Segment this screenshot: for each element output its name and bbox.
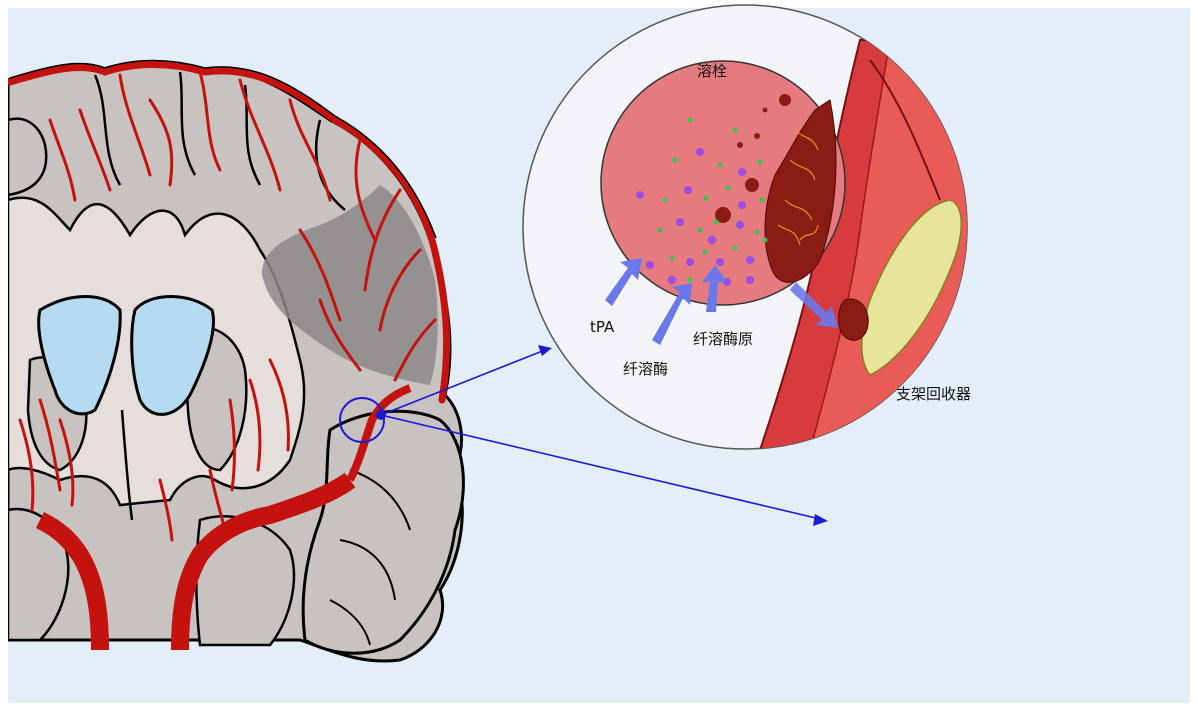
tpa-particle (746, 276, 754, 284)
plasmin-particle (688, 278, 693, 283)
tpa-particle (736, 221, 744, 229)
plasmin-particle (663, 198, 668, 203)
plasmin-particle (758, 160, 763, 165)
label-plasminogen: 纤溶酶原 (693, 328, 753, 349)
plasmin-particle (733, 246, 738, 251)
plasmin-particle (763, 238, 768, 243)
tpa-particle (684, 186, 692, 194)
plasmin-particle (698, 228, 703, 233)
tpa-particle (738, 168, 746, 176)
plasmin-particle (714, 220, 719, 225)
plasmin-particle (760, 198, 765, 203)
plasmin-particle (726, 186, 731, 191)
tpa-particle (708, 236, 716, 244)
tpa-particle (676, 218, 684, 226)
label-thrombolysis: 溶栓 (697, 60, 727, 81)
plasmin-particle (704, 196, 709, 201)
plasmin-particle (658, 228, 663, 233)
plasmin-particle (688, 118, 693, 123)
tpa-particle (668, 276, 676, 284)
plasmin-particle (718, 163, 723, 168)
tpa-particle (746, 256, 754, 264)
plasmin-particle (703, 250, 708, 255)
tpa-particle (686, 258, 694, 266)
tpa-particle (636, 191, 644, 199)
plasmin-particle (670, 256, 675, 261)
plasmin-particle (755, 230, 760, 235)
tpa-particle (738, 201, 746, 209)
tpa-particle (696, 148, 704, 156)
plasmin-particle (733, 128, 738, 133)
label-plasmin: 纤溶酶 (623, 358, 668, 379)
label-stent-retriever: 支架回收器 (896, 383, 971, 404)
tpa-particle (646, 261, 654, 269)
tpa-particle (716, 258, 724, 266)
label-tpa: tPA (590, 318, 614, 336)
plasmin-particle (673, 158, 678, 163)
